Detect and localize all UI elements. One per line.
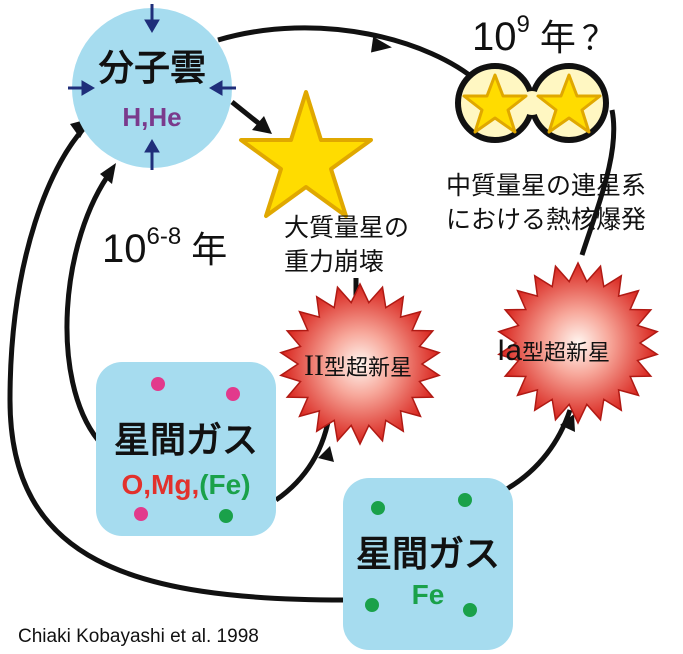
compression-arrows xyxy=(68,4,236,170)
ism-right-dot-green xyxy=(458,493,472,507)
arrowhead-cloud-star xyxy=(252,116,272,134)
ism-left-dot-pink xyxy=(226,387,240,401)
arrow-ia-to-ism-right xyxy=(503,409,573,493)
ism-right-dot-green xyxy=(463,603,477,617)
type-ia-label: Ia型超新星 xyxy=(497,334,610,367)
arrowhead-ii-ism xyxy=(318,446,334,462)
credit-text: Chiaki Kobayashi et al. 1998 xyxy=(18,626,259,647)
molecular-cloud-label: 分子雲 xyxy=(98,48,206,89)
binary-star-left-icon xyxy=(462,73,528,134)
ism-left-node: 星間ガス O,Mg,(Fe) xyxy=(96,362,276,536)
type-ii-supernova-node: II型超新星 xyxy=(279,282,441,446)
type-ii-burst-icon xyxy=(279,282,441,446)
binary-label-line1: 中質量星の連星系 xyxy=(446,171,646,200)
ism-right-label: 星間ガス xyxy=(356,534,500,575)
arrow-ism-left-to-cloud-inner xyxy=(64,168,115,442)
arrow-cloud-to-massive-star xyxy=(230,100,264,128)
binary-star-right-icon xyxy=(536,73,602,134)
massive-star-node: 大質量星の 重力崩壊 xyxy=(239,90,409,276)
arrow-cloud-to-binary xyxy=(217,25,480,84)
arrow-binary-to-ia xyxy=(579,109,617,256)
type-ia-burst-icon xyxy=(497,261,659,425)
arrowhead-ia-ism xyxy=(560,414,575,432)
arrowhead-inner-loop xyxy=(100,163,116,184)
ism-right-elements: Fe xyxy=(412,579,445,610)
binary-label-line2: における熱核爆発 xyxy=(446,205,646,234)
ism-left-elements: O,Mg,(Fe) xyxy=(121,469,250,500)
type-ia-supernova-node: Ia型超新星 xyxy=(497,261,659,425)
massive-star-label-line2: 重力崩壊 xyxy=(284,247,384,276)
arrow-ism-right-to-cloud-outer xyxy=(7,120,346,603)
binary-system-node: 中質量星の連星系 における熱核爆発 xyxy=(446,63,646,234)
ism-left-label: 星間ガス xyxy=(114,420,258,461)
type-ii-label: II型超新星 xyxy=(304,349,412,382)
massive-star-label-line1: 大質量星の xyxy=(284,213,409,242)
ism-left-dot-green xyxy=(219,509,233,523)
ism-left-dot-pink xyxy=(134,507,148,521)
ism-right-dot-green xyxy=(365,598,379,612)
arrowhead-top xyxy=(370,36,392,53)
ism-left-dot-pink xyxy=(151,377,165,391)
ism-right-dot-green xyxy=(371,501,385,515)
massive-star-icon xyxy=(239,90,373,218)
ism-right-node: 星間ガス Fe xyxy=(343,478,513,650)
molecular-cloud-node: 分子雲 H,He xyxy=(68,4,236,170)
molecular-cloud-elements: H,He xyxy=(122,102,181,132)
